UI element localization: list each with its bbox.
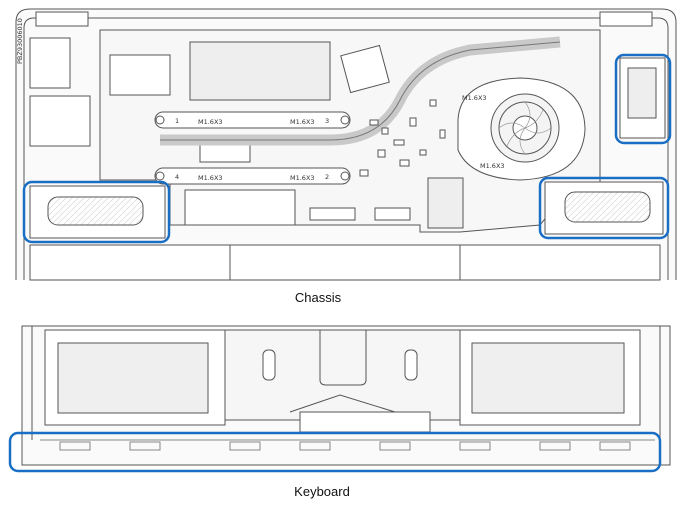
screw-num-3: 3 xyxy=(325,117,329,125)
screw-label-3: M1.6X3 xyxy=(198,174,223,182)
board-labels: PBZ93006010 M1.6X3 M1.6X3 M1.6X3 M1.6X3 … xyxy=(16,18,505,182)
left-module xyxy=(29,95,91,147)
chassis-caption: Chassis xyxy=(294,290,342,305)
usb-c-connector xyxy=(427,177,464,229)
flex-connector-left xyxy=(309,207,356,221)
screw-num-2: 2 xyxy=(325,173,329,181)
chassis-highlights xyxy=(22,53,672,244)
keyboard-right-pad xyxy=(471,342,625,414)
highlight-left-speaker xyxy=(22,180,171,244)
screw-label-4: M1.6X3 xyxy=(290,174,315,182)
port-socket xyxy=(627,67,657,119)
keyboard-connector-block xyxy=(299,411,431,433)
highlight-keyboard-edge xyxy=(8,431,662,473)
screw-rail-bottom xyxy=(154,167,351,185)
screw-3-icon xyxy=(340,115,350,125)
screw-label-6: M1.6X3 xyxy=(480,162,505,170)
ssd-slot xyxy=(109,54,171,96)
screw-label-1: M1.6X3 xyxy=(198,118,223,126)
serial-label: PBZ93006010 xyxy=(16,18,24,64)
keyboard-center-notch xyxy=(319,330,367,386)
wifi-module xyxy=(340,44,390,94)
battery xyxy=(29,244,661,281)
keyboard-left-pad xyxy=(57,342,209,414)
keyboard-sidewalls xyxy=(31,326,661,440)
screw-num-1: 1 xyxy=(175,117,179,125)
left-hinge xyxy=(35,11,89,27)
cooling-fan xyxy=(457,77,586,181)
component-cluster xyxy=(359,99,446,177)
right-hinge xyxy=(599,11,653,27)
keyboard-caption: Keyboard xyxy=(294,484,350,499)
heat-pipe-centerline xyxy=(160,41,561,141)
keyboard-clip-left xyxy=(262,349,276,381)
screw-4-icon xyxy=(155,171,165,181)
heat-spreader xyxy=(189,41,331,101)
highlight-port-module xyxy=(614,53,672,145)
chassis-inner-wall xyxy=(23,17,669,280)
keyboard-center-plate xyxy=(224,329,461,421)
keyboard-center-rib xyxy=(289,394,396,413)
left-bracket xyxy=(29,37,71,89)
screw-2-icon xyxy=(340,171,350,181)
right-speaker xyxy=(564,191,651,223)
flex-connector-right xyxy=(374,207,411,221)
screw-1-icon xyxy=(155,115,165,125)
screw-label-5: M1.6X3 xyxy=(462,94,487,102)
keyboard-bottom-details xyxy=(40,439,655,451)
keyboard-figure xyxy=(21,325,671,466)
screw-rail-top xyxy=(154,111,351,129)
screw-label-2: M1.6X3 xyxy=(290,118,315,126)
battery-connector-plate xyxy=(184,189,296,226)
screw-num-4: 4 xyxy=(175,173,179,181)
left-speaker xyxy=(47,196,144,226)
highlight-right-speaker xyxy=(538,176,670,240)
keyboard-clip-right xyxy=(404,349,418,381)
chassis-figure xyxy=(15,8,677,281)
